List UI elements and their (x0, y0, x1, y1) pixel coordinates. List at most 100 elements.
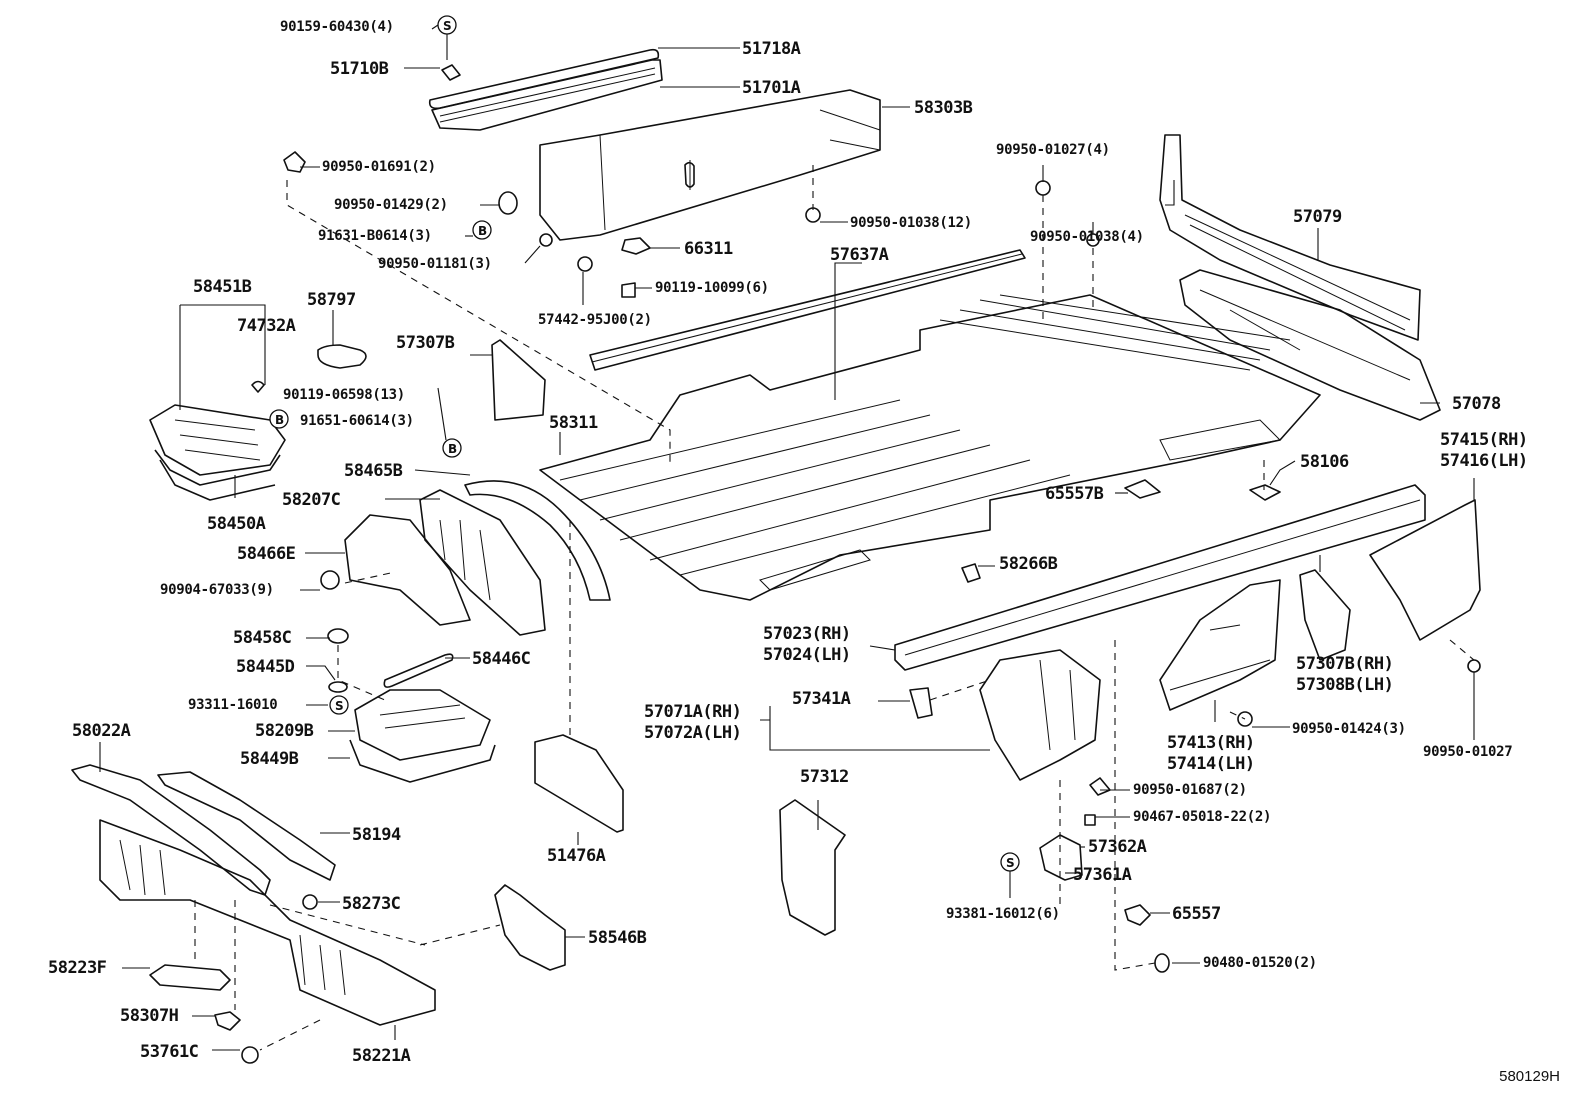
part-label-90467-05018-22: 90467-05018-22(2) (1133, 809, 1272, 825)
part-label-51718A: 51718A (742, 39, 801, 59)
part-58465B (464, 480, 611, 601)
part-label-57415-57416: 57415(RH) 57416(LH) (1440, 430, 1528, 471)
part-label-90119-06598: 90119-06598(13) (283, 387, 405, 403)
part-label-57079: 57079 (1293, 207, 1342, 227)
part-label-57362A: 57362A (1088, 837, 1147, 857)
part-58194 (157, 771, 336, 881)
part-label-58022A: 58022A (72, 721, 131, 741)
part-label-57307B-57308B: 57307B(RH) 57308B(LH) (1296, 654, 1394, 695)
part-label-58546B: 58546B (588, 928, 647, 948)
part-57078 (1179, 269, 1441, 421)
part-label-57071A-57072A: 57071A(RH) 57072A(LH) (644, 702, 742, 743)
part-label-58106: 58106 (1300, 452, 1349, 472)
part-label-51701A: 51701A (742, 78, 801, 98)
part-label-51476A: 51476A (547, 846, 606, 866)
part-label-58303B: 58303B (914, 98, 973, 118)
symbol-s: S (1006, 856, 1015, 870)
part-label-90159-60430: 90159-60430(4) (280, 19, 394, 35)
part-57079 (1159, 134, 1421, 341)
part-label-57637A: 57637A (830, 245, 889, 265)
part-label-90950-01027-4: 90950-01027(4) (996, 142, 1110, 158)
part-58797 (317, 344, 367, 369)
fasteners (251, 64, 1481, 973)
part-58223F (149, 964, 231, 991)
part-label-58446C: 58446C (472, 649, 531, 669)
part-label-90950-01429: 90950-01429(2) (334, 197, 448, 213)
part-57413 (1159, 579, 1281, 711)
part-58221A (99, 819, 436, 1026)
part-label-93311-16010: 93311-16010 (188, 697, 278, 713)
part-label-58450A: 58450A (207, 514, 266, 534)
part-58449B (349, 739, 496, 783)
part-label-58266B: 58266B (999, 554, 1058, 574)
part-label-58307H: 58307H (120, 1006, 179, 1026)
symbol-s: S (443, 19, 452, 33)
part-label-90119-10099: 90119-10099(6) (655, 280, 769, 296)
part-58445D (328, 681, 348, 693)
part-label-90950-01038-12: 90950-01038(12) (850, 215, 972, 231)
part-58446C (383, 653, 454, 688)
part-57312 (779, 799, 846, 936)
part-label-58451B: 58451B (193, 277, 252, 297)
part-58458C (327, 628, 349, 644)
part-label-57307B: 57307B (396, 333, 455, 353)
part-label-58466E: 58466E (237, 544, 296, 564)
part-label-57078: 57078 (1452, 394, 1501, 414)
part-label-58449B: 58449B (240, 749, 299, 769)
part-53761C (241, 1046, 259, 1064)
part-58022A (71, 764, 271, 896)
part-57071A (979, 649, 1101, 781)
part-label-74732A: 74732A (237, 316, 296, 336)
part-label-93381-16012: 93381-16012(6) (946, 906, 1060, 922)
part-57023-57024 (894, 484, 1426, 671)
part-label-58194: 58194 (352, 825, 401, 845)
part-label-65557: 65557 (1172, 904, 1221, 924)
part-label-58207C: 58207C (282, 490, 341, 510)
part-label-91631-B0614: 91631-B0614(3) (318, 228, 432, 244)
part-58451B (149, 404, 286, 476)
part-label-58458C: 58458C (233, 628, 292, 648)
part-58307H (214, 1011, 241, 1031)
symbol-b: B (478, 224, 487, 238)
part-label-57442-95J00: 57442-95J00(2) (538, 312, 652, 328)
part-51718A-51701A (428, 48, 663, 131)
part-label-90950-01687: 90950-01687(2) (1133, 782, 1247, 798)
part-label-58311: 58311 (549, 413, 598, 433)
part-label-51710B: 51710B (330, 59, 389, 79)
part-51476A (534, 734, 624, 833)
symbol-s: S (335, 699, 344, 713)
part-57307B (491, 339, 546, 421)
part-58207C (419, 489, 546, 636)
symbol-b: B (275, 413, 284, 427)
part-58303B (539, 89, 881, 241)
part-label-90904-67033: 90904-67033(9) (160, 582, 274, 598)
assembly-lines (194, 165, 1475, 1051)
part-label-58223F: 58223F (48, 958, 107, 978)
part-label-66311: 66311 (684, 239, 733, 259)
part-58311-floor-pan (539, 294, 1321, 601)
part-label-90950-01027: 90950-01027 (1423, 744, 1513, 760)
part-label-58221A: 58221A (352, 1046, 411, 1066)
part-label-58273C: 58273C (342, 894, 401, 914)
part-label-57312: 57312 (800, 767, 849, 787)
part-label-90950-01691: 90950-01691(2) (322, 159, 436, 175)
symbol-b: B (448, 442, 457, 456)
part-label-58465B: 58465B (344, 461, 403, 481)
part-57415 (1369, 499, 1481, 641)
part-label-65557B: 65557B (1045, 484, 1104, 504)
part-label-90950-01424: 90950-01424(3) (1292, 721, 1406, 737)
part-label-57413-57414: 57413(RH) 57414(LH) (1167, 733, 1255, 774)
diagram-reference-code: 580129H (1499, 1068, 1560, 1085)
part-label-58445D: 58445D (236, 657, 295, 677)
part-58546B (494, 884, 566, 971)
part-label-90480-01520: 90480-01520(2) (1203, 955, 1317, 971)
part-label-58797: 58797 (307, 290, 356, 310)
part-label-58209B: 58209B (255, 721, 314, 741)
part-label-57361A: 57361A (1073, 865, 1132, 885)
part-label-57341A: 57341A (792, 689, 851, 709)
part-58209B (354, 689, 491, 761)
part-label-53761C: 53761C (140, 1042, 199, 1062)
part-label-91651-60614: 91651-60614(3) (300, 413, 414, 429)
